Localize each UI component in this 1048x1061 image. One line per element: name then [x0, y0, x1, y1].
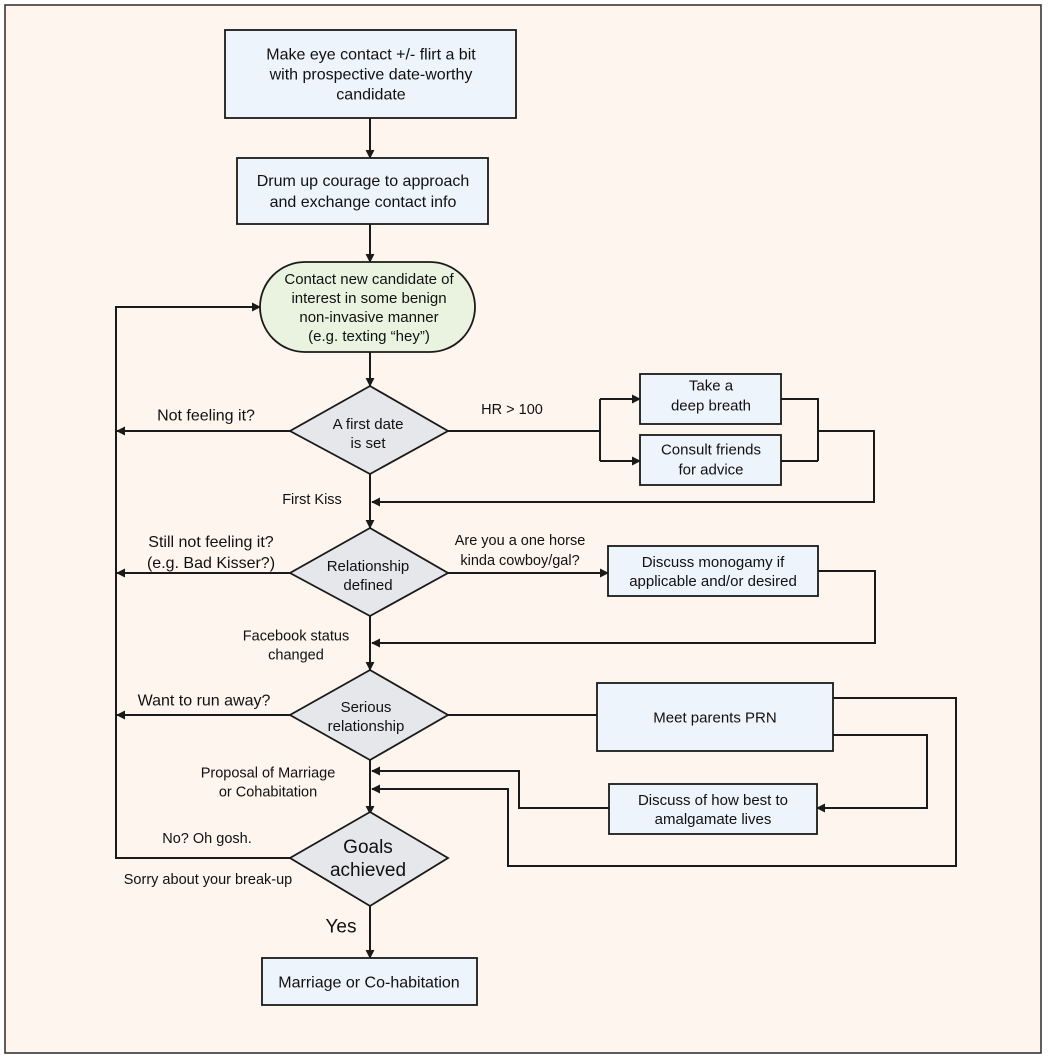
node-contact-candidate: Contact new candidate of interest in some…	[259, 261, 476, 353]
serious-text-line-1: Serious	[341, 699, 392, 716]
node-meet-parents: Meet parents PRN	[596, 682, 834, 752]
node-deep-breath: Take a deep breath	[639, 373, 782, 425]
node-amalgamate-lives: Discuss of how best to amalgamate lives	[608, 783, 818, 835]
monogamy-text-line-1: Discuss monogamy if	[642, 554, 785, 571]
contact-text-line-1: Contact new candidate of	[284, 271, 454, 288]
contact-text-line-4: (e.g. texting “hey”)	[308, 328, 430, 345]
amalgamate-text: Discuss of how best to amalgamate lives	[638, 792, 788, 828]
eye-contact-text: Make eye contact +/- flirt a bit with pro…	[266, 47, 476, 104]
node-drum-up-courage: Drum up courage to approach and exchange …	[236, 157, 489, 225]
eye-contact-text-line-3: candidate	[336, 87, 405, 104]
node-marriage: Marriage or Co-habitation	[261, 957, 478, 1006]
amalgamate-text-line-2: amalgamate lives	[655, 811, 772, 828]
monogamy-text-line-2: applicable and/or desired	[629, 573, 797, 590]
label-cowboy-line-1: Are you a one horse	[455, 533, 586, 549]
label-still-not-feeling-line-2: (e.g. Bad Kisser?)	[147, 555, 275, 572]
node-consult-friends: Consult friends for advice	[639, 434, 782, 486]
consult-friends-text: Consult friends for advice	[661, 441, 761, 478]
goals-text-line-1: Goals	[343, 837, 393, 858]
label-proposal-line-1: Proposal of Marriage	[201, 766, 336, 782]
drum-up-text-line-2: and exchange contact info	[270, 194, 457, 211]
deep-breath-text-line-2: deep breath	[671, 397, 751, 414]
label-no-oh-gosh: No? Oh gosh.	[162, 831, 251, 847]
label-sorry-line-1: Sorry about your break-up	[124, 872, 292, 888]
meet-parents-text: Meet parents PRN	[653, 709, 776, 726]
drum-up-text-line-1: Drum up courage to approach	[257, 173, 470, 190]
label-sorry: Sorry about your break-up	[124, 872, 292, 888]
line-monogamy-return	[371, 570, 876, 648]
consult-friends-text-line-1: Consult friends	[661, 441, 761, 458]
label-proposal: Proposal of Marriage or Cohabitation	[201, 766, 336, 801]
meet-parents-text-line-1: Meet parents PRN	[653, 709, 776, 726]
deep-breath-text-line-1: Take a	[689, 377, 734, 394]
contact-text-line-3: non-invasive manner	[299, 309, 438, 326]
label-cowboy-line-2: kinda cowboy/gal?	[460, 553, 579, 569]
line-parents-return	[371, 697, 957, 867]
amalgamate-text-line-1: Discuss of how best to	[638, 792, 788, 809]
node-eye-contact: Make eye contact +/- flirt a bit with pro…	[224, 29, 517, 119]
first-date-text: A first date is set	[333, 416, 404, 452]
marriage-text-line-1: Marriage or Co-habitation	[278, 975, 459, 992]
line-merge-to-first-kiss	[371, 430, 875, 507]
line-deep-breath-out	[781, 398, 819, 461]
label-facebook-line-1: Facebook status	[243, 629, 349, 645]
label-proposal-line-2: or Cohabitation	[219, 785, 317, 801]
serious-text: Serious relationship	[328, 699, 405, 735]
relationship-text-line-2: defined	[343, 577, 392, 594]
node-first-date-decision: A first date is set	[288, 384, 450, 476]
first-date-text-line-2: is set	[350, 435, 386, 452]
arrow-parents-to-amalgamate	[816, 734, 928, 813]
eye-contact-text-line-2: with prospective date-worthy	[269, 67, 473, 84]
label-still-not-feeling-line-1: Still not feeling it?	[148, 534, 274, 551]
goals-text-line-2: achieved	[330, 860, 406, 881]
label-facebook-line-2: changed	[268, 648, 324, 664]
label-not-feeling: Not feeling it?	[157, 408, 255, 425]
label-yes-line-1: Yes	[326, 917, 357, 938]
line-amalgamate-return	[371, 766, 609, 809]
marriage-text: Marriage or Co-habitation	[278, 975, 459, 992]
label-not-feeling-line-1: Not feeling it?	[157, 408, 255, 425]
node-discuss-monogamy: Discuss monogamy if applicable and/or des…	[607, 545, 819, 597]
label-no-oh-gosh-line-1: No? Oh gosh.	[162, 831, 251, 847]
page-background	[4, 4, 1042, 1054]
relationship-text: Relationship defined	[327, 558, 410, 594]
consult-friends-text-line-2: for advice	[678, 461, 743, 478]
monogamy-text: Discuss monogamy if applicable and/or des…	[629, 554, 797, 590]
serious-text-line-2: relationship	[328, 718, 405, 735]
label-facebook: Facebook status changed	[243, 629, 349, 664]
label-hr: HR > 100	[481, 402, 543, 418]
label-still-not-feeling: Still not feeling it? (e.g. Bad Kisser?)	[147, 534, 275, 572]
relationship-text-line-1: Relationship	[327, 558, 410, 575]
label-run-away: Want to run away?	[138, 693, 271, 710]
label-first-kiss: First Kiss	[282, 492, 342, 508]
drum-up-text: Drum up courage to approach and exchange …	[257, 173, 470, 211]
label-hr-line-1: HR > 100	[481, 402, 543, 418]
first-date-text-line-1: A first date	[333, 416, 404, 433]
contact-text-line-2: interest in some benign	[291, 290, 446, 307]
edge-labels: Not feeling it? HR > 100 First Kiss Stil…	[124, 402, 586, 938]
deep-breath-text: Take a deep breath	[671, 377, 751, 414]
label-yes: Yes	[326, 917, 357, 938]
label-first-kiss-line-1: First Kiss	[282, 492, 342, 508]
eye-contact-text-line-1: Make eye contact +/- flirt a bit	[266, 47, 476, 64]
node-serious-decision: Serious relationship	[288, 668, 450, 762]
label-cowboy: Are you a one horse kinda cowboy/gal?	[455, 533, 586, 569]
loop-back-to-contact	[115, 302, 290, 859]
label-run-away-line-1: Want to run away?	[138, 693, 271, 710]
node-relationship-decision: Relationship defined	[288, 526, 450, 618]
connectors	[115, 118, 957, 959]
contact-text: Contact new candidate of interest in some…	[284, 271, 454, 345]
